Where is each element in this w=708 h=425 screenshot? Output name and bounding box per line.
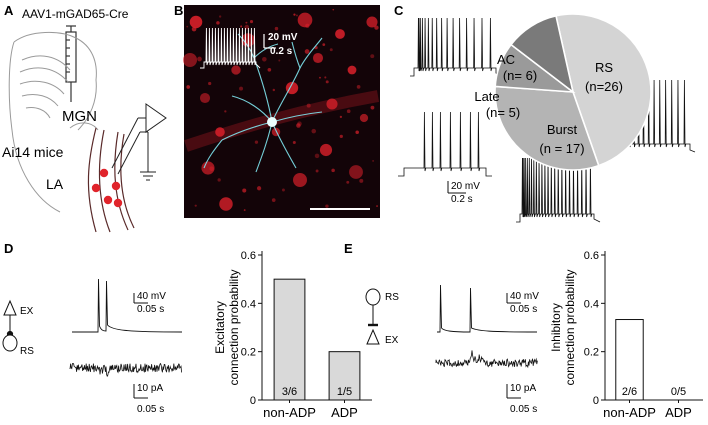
recording-electrode-icon: [111, 103, 167, 181]
panel-c-letter: C: [394, 3, 404, 18]
pie-slice-burst: [494, 85, 600, 171]
panel-c: C RS (n=26) Burst (n = 17) Late (n= 5) A…: [394, 3, 696, 223]
panel-d-scale-i: 10 pA: [137, 383, 163, 394]
late-firing-trace: [398, 111, 492, 177]
ac-firing-trace: [410, 17, 501, 77]
pie-label-ac: AC (n= 6): [497, 52, 537, 83]
panel-c-scalebar: [447, 181, 466, 194]
la-tract: [87, 127, 135, 233]
y-tick-label: 0.4: [584, 298, 599, 310]
y-tick-label: 0: [593, 395, 599, 407]
panel-d-scale-v: 40 mV: [137, 291, 166, 302]
y-tick-label: 0.6: [584, 250, 599, 262]
pie-label-ac-n: (n= 6): [503, 68, 537, 83]
brain-section-outline: [8, 31, 99, 213]
panel-b-scale-t: 0.2 s: [270, 46, 293, 57]
x-category-label: ADP: [665, 405, 692, 420]
inhibitory-neuron-icon: [365, 288, 381, 345]
panel-e-pre-label: RS: [385, 292, 399, 303]
bar-non-adp: [273, 278, 306, 401]
bar-count-label: 0/5: [671, 386, 686, 398]
x-category-label: non-ADP: [603, 405, 656, 420]
panel-e-post-label: EX: [385, 335, 399, 346]
pie-slice-rs: [555, 13, 652, 167]
bar-non-adp: [615, 319, 644, 401]
pie-label-late-name: Late: [474, 89, 499, 104]
inset-firing-trace: [200, 27, 261, 69]
panel-b-letter: B: [174, 3, 183, 18]
panel-d-pre-label: EX: [20, 306, 34, 317]
panel-d-scalebar-psc: [133, 384, 148, 399]
y-axis-label: Excitatoryconnection probability: [213, 269, 241, 385]
panel-e-scalebar-ap: [506, 293, 521, 304]
panel-d-scalebar-ap: [133, 293, 148, 304]
burst-firing-trace: [516, 157, 601, 223]
y-axis-label: Inhibitoryconnection probability: [549, 269, 577, 385]
mouse-line-label: Ai14 mice: [2, 144, 64, 160]
y-tick-label: 0: [250, 395, 256, 407]
pie-label-late-n: (n= 5): [486, 105, 520, 120]
labeled-neurons: [91, 168, 123, 208]
firing-type-pie-chart: [494, 13, 652, 171]
bar-adp: [328, 351, 361, 401]
pie-label-late: Late (n= 5): [474, 89, 520, 120]
x-category-label: non-ADP: [263, 405, 316, 420]
panel-a: A AAV1-mGAD65-Cre MGN Ai14 mice LA: [2, 3, 167, 233]
panel-b-scalebar: [263, 34, 276, 49]
presynaptic-ap-trace: [437, 284, 538, 333]
pie-label-burst-n: (n = 17): [539, 141, 584, 156]
pie-label-burst: Burst (n = 17): [539, 122, 584, 156]
panel-e-scale-i: 10 pA: [510, 383, 536, 394]
syringe-icon: [65, 25, 77, 102]
panel-c-scale-v: 20 mV: [451, 181, 480, 192]
excitatory-neuron-icon: [2, 299, 18, 352]
y-tick-label: 0.4: [241, 298, 256, 310]
x-category-label: ADP: [331, 405, 358, 420]
bar-count-label: 2/6: [622, 386, 637, 398]
panel-a-letter: A: [4, 3, 14, 18]
confocal-image: [184, 5, 380, 218]
panel-d-scale-t1: 0.05 s: [137, 304, 164, 315]
presynaptic-ap-trace: [72, 278, 183, 333]
y-tick-label: 0.2: [241, 347, 256, 359]
panel-d-scale-t2: 0.05 s: [137, 404, 164, 415]
bar-count-label: 3/6: [282, 386, 297, 398]
postsynaptic-current-trace: [69, 362, 182, 378]
pie-label-rs-n: (n=26): [585, 79, 623, 94]
panel-e-scale-t1: 0.05 s: [510, 304, 537, 315]
panel-e-scale-v: 40 mV: [510, 291, 539, 302]
mgn-label: MGN: [62, 108, 97, 125]
panel-e-scale-t2: 0.05 s: [510, 404, 537, 415]
pie-label-burst-name: Burst: [547, 122, 578, 137]
panel-b: B 20 mV 0.2 s: [174, 3, 380, 218]
y-tick-label: 0.6: [241, 250, 256, 262]
panel-e-letter: E: [344, 241, 353, 256]
y-tick-label: 0.2: [584, 347, 599, 359]
virus-label: AAV1-mGAD65-Cre: [22, 7, 129, 21]
panel-d: D EX RS 40 mV 0.05 s 10 pA 0.05 s 0 0.2 0.…: [2, 241, 372, 420]
pie-label-ac-name: AC: [497, 52, 515, 67]
panel-b-scale-v: 20 mV: [268, 32, 298, 43]
panel-c-scale-t: 0.2 s: [451, 194, 473, 205]
pie-label-rs: RS (n=26): [585, 60, 623, 94]
pie-label-rs-name: RS: [595, 60, 613, 75]
bar-count-label: 1/5: [337, 386, 352, 398]
la-label: LA: [46, 176, 64, 192]
postsynaptic-current-trace: [435, 350, 538, 369]
panel-d-post-label: RS: [20, 346, 34, 357]
panel-d-letter: D: [4, 241, 13, 256]
panel-e-scalebar-psc: [506, 384, 521, 399]
pie-slice-ac: [509, 14, 575, 94]
panel-e: E RS EX 40 mV 0.05 s 10 pA 0.05 s 0 0.2 0.…: [344, 241, 703, 420]
